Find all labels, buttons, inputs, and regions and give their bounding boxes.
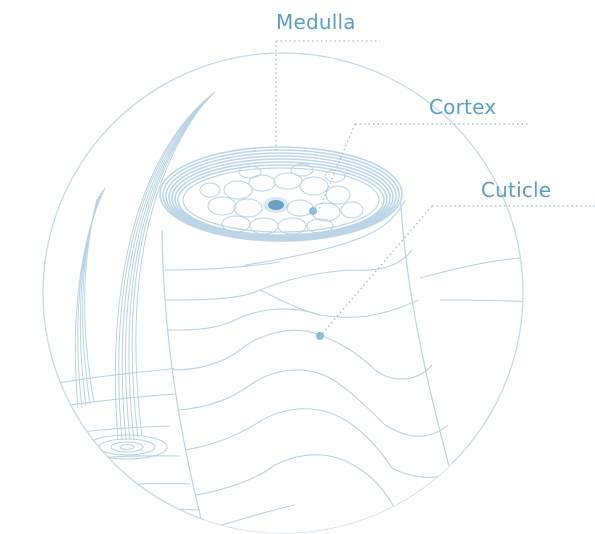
label-cuticle: Cuticle <box>481 178 551 202</box>
cuticle-dot-marker <box>316 332 324 340</box>
shaft-top <box>160 147 402 241</box>
skin-surface <box>28 368 200 515</box>
label-cortex: Cortex <box>429 95 496 119</box>
label-medulla: Medulla <box>276 10 356 34</box>
ground-lines-right <box>420 258 530 302</box>
hair-strand-back <box>75 188 105 408</box>
cortex-dot-marker <box>309 207 317 215</box>
